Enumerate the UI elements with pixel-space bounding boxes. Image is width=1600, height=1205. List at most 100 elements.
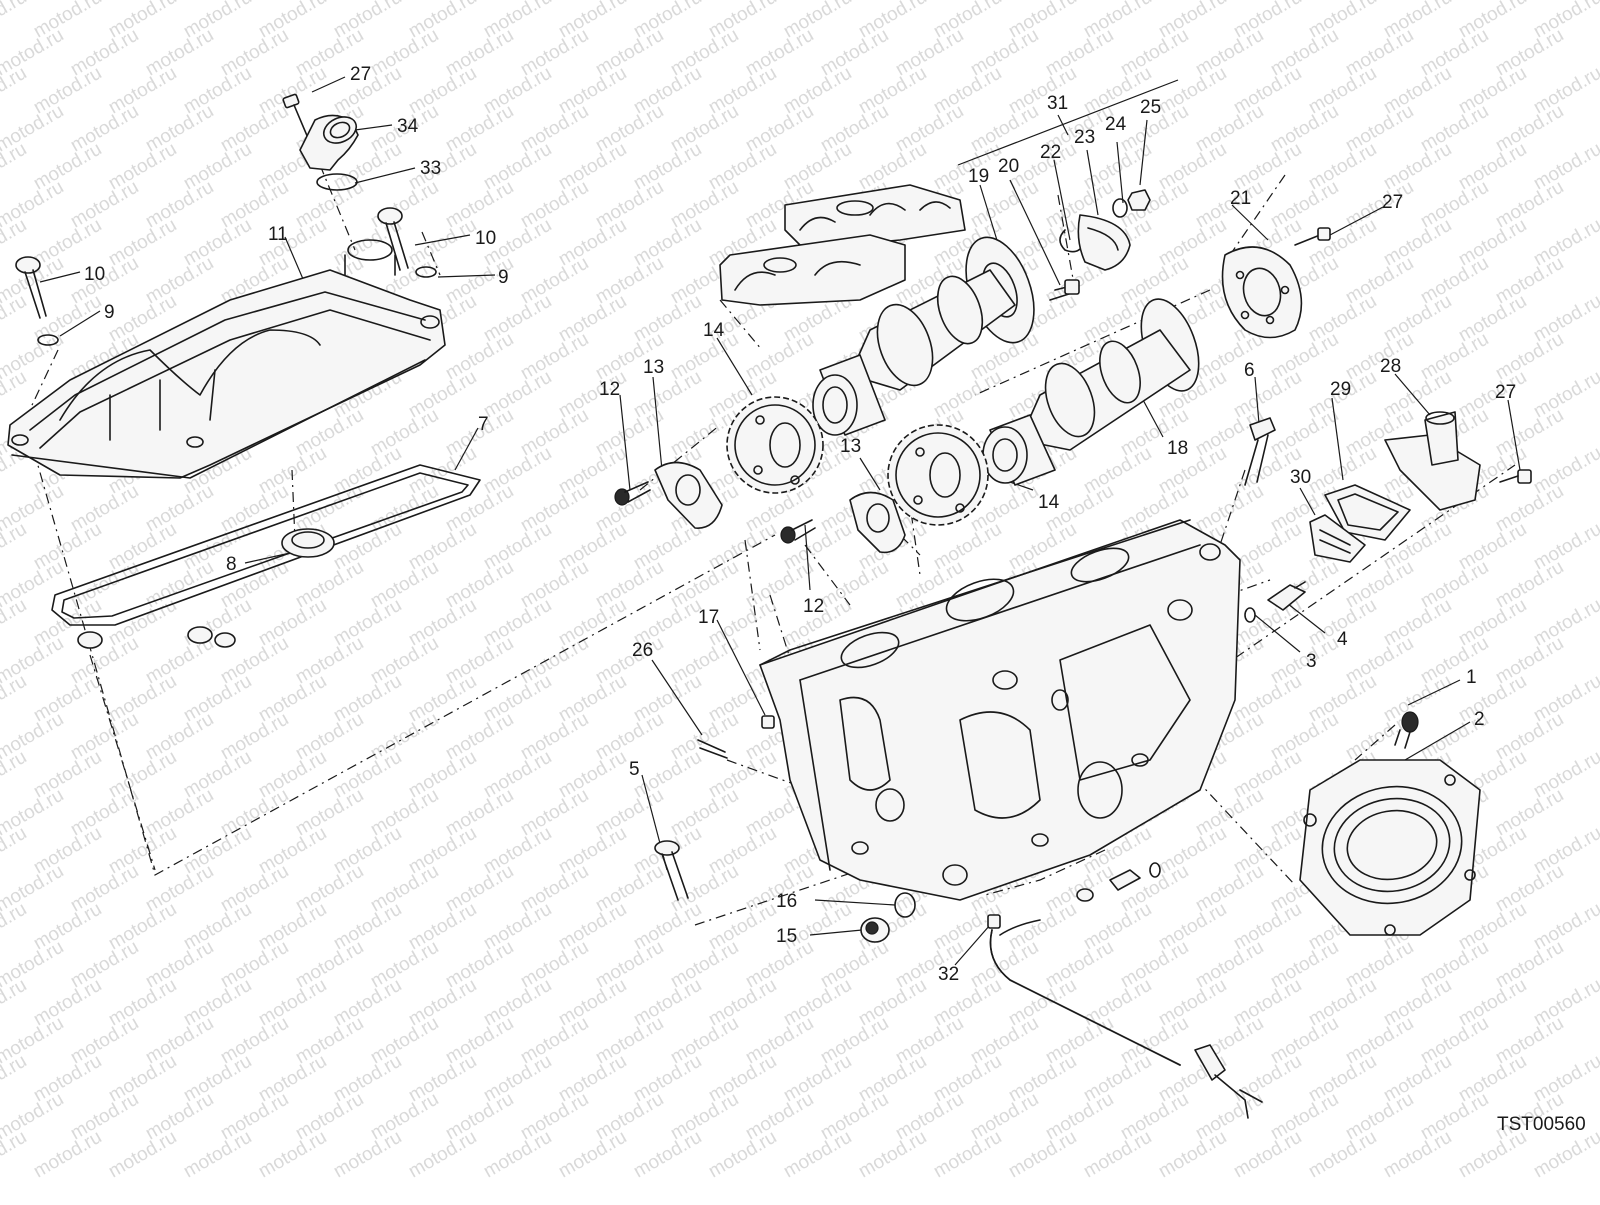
elbow-fitting-34-part: [299, 114, 359, 171]
cylinder-head-part: [759, 519, 1241, 901]
callout-27-right: 27: [1382, 192, 1403, 213]
plate-13-right-part: [849, 491, 906, 554]
callout-28: 28: [1380, 356, 1401, 377]
watermark-text: motod.ru: [0, 975, 30, 1031]
watermark-text: motod.ru: [1380, 1127, 1455, 1183]
watermark-text: motod.ru: [180, 1127, 255, 1183]
watermark-text: motod.ru: [480, 1127, 555, 1183]
callout-8: 8: [226, 554, 237, 575]
intake-flange-2-part: [1299, 759, 1481, 936]
watermark-text: motod.ru: [930, 1127, 1005, 1183]
callout-22: 22: [1040, 142, 1061, 163]
callout-12-left: 12: [599, 379, 620, 400]
watermark-text: motod.ru: [1230, 1127, 1305, 1183]
callout-21: 21: [1230, 188, 1251, 209]
bolt-20-part: [1049, 279, 1080, 301]
bolt-27-upper-part: [282, 93, 309, 139]
callout-9-left: 9: [104, 302, 115, 323]
washer-9-left-part: [37, 334, 59, 346]
camshaft-cap-upper-part: [784, 184, 966, 246]
fitting-32-part: [987, 914, 1001, 929]
watermark-text: motod.ru: [630, 1127, 705, 1183]
bolt-10-right-part: [377, 207, 409, 271]
watermark-text: motod.ru: [0, 595, 30, 651]
valve-cover-11-part: [7, 239, 446, 479]
washer-3-part: [1244, 607, 1256, 623]
bolt-10-left-part: [15, 256, 47, 319]
callout-33: 33: [420, 158, 441, 179]
watermark-text: motod.ru: [0, 1127, 30, 1183]
watermark-text: motod.ru: [0, 291, 30, 347]
callout-27-lower-right: 27: [1495, 382, 1516, 403]
sprocket-14-upper-part: [726, 396, 824, 494]
circlip-22-part: [1059, 229, 1084, 253]
callout-25: 25: [1140, 97, 1161, 118]
watermark-text: motod.ru: [1155, 1127, 1230, 1183]
plate-13-left-part: [654, 461, 723, 529]
flange-28-part: [1384, 411, 1481, 511]
watermark-text: motod.ru: [0, 899, 30, 955]
callout-30: 30: [1290, 467, 1311, 488]
screw-1-part: [1394, 711, 1419, 749]
callout-7: 7: [478, 414, 489, 435]
callout-20: 20: [998, 156, 1019, 177]
callout-29: 29: [1330, 379, 1351, 400]
o-ring-16-part: [894, 892, 916, 918]
plug-seal-8-part: [281, 528, 335, 558]
watermark-text: motod.ru: [105, 1127, 180, 1183]
callout-19: 19: [968, 166, 989, 187]
sensor-4-part: [1267, 581, 1306, 611]
watermark-text: motod.ru: [0, 1051, 30, 1107]
callout-16: 16: [776, 891, 797, 912]
cover-gasket-7-part: [51, 464, 481, 649]
watermark-text: motod.ru: [30, 1127, 105, 1183]
filter-30-part: [1309, 514, 1366, 563]
washer-24-part: [1112, 198, 1128, 218]
nut-25-part: [1127, 189, 1151, 211]
callout-12-right: 12: [803, 596, 824, 617]
callout-11: 11: [268, 224, 288, 245]
watermark-text: motod.ru: [0, 823, 30, 879]
watermark-text: motod.ru: [0, 519, 30, 575]
watermark-text: motod.ru: [0, 139, 30, 195]
watermark-text: motod.ru: [1530, 1127, 1600, 1183]
watermark-text: motod.ru: [0, 747, 30, 803]
tone-wheel-23-part: [1077, 214, 1131, 271]
watermark-text: motod.ru: [330, 1127, 405, 1183]
callout-26: 26: [632, 640, 653, 661]
stud-26-part: [697, 739, 728, 759]
watermark-text: motod.ru: [255, 1127, 330, 1183]
screw-12-left-part: [614, 481, 651, 506]
callout-labels: 27 34 33 11 10 10 9 9 7 8 31 19 20 22 23…: [84, 64, 1516, 985]
o-ring-33-part: [316, 173, 358, 191]
breather-hose-part: [989, 862, 1263, 1119]
watermark-text: motod.ru: [1305, 1127, 1380, 1183]
watermark-text: motod.ru: [555, 1127, 630, 1183]
screw-12-right-part: [780, 519, 816, 544]
watermark-text: motod.ru: [1455, 1127, 1530, 1183]
stud-6-part: [1244, 417, 1276, 486]
callout-14-upper: 14: [703, 320, 725, 341]
flange-21-part: [1221, 246, 1303, 339]
callout-31: 31: [1047, 93, 1068, 114]
callout-34: 34: [397, 116, 419, 137]
callout-10-right: 10: [475, 228, 496, 249]
callout-23: 23: [1074, 127, 1095, 148]
camshaft-18-part: [982, 298, 1200, 486]
watermark-text: motod.ru: [855, 1127, 930, 1183]
watermark-text: motod.ru: [405, 1127, 480, 1183]
callout-10-left: 10: [84, 264, 105, 285]
watermark-text: motod.ru: [1080, 1127, 1155, 1183]
camshaft-cap-lower-part: [719, 234, 906, 306]
plug-15-part: [860, 917, 890, 943]
callout-4: 4: [1337, 629, 1348, 650]
bolt-5-part: [654, 840, 689, 901]
callout-32: 32: [938, 964, 959, 985]
leader-lines: [39, 76, 1521, 966]
callout-6: 6: [1244, 360, 1255, 381]
callout-17: 17: [698, 607, 719, 628]
watermark-text: motod.ru: [0, 0, 30, 42]
callout-5: 5: [629, 759, 640, 780]
